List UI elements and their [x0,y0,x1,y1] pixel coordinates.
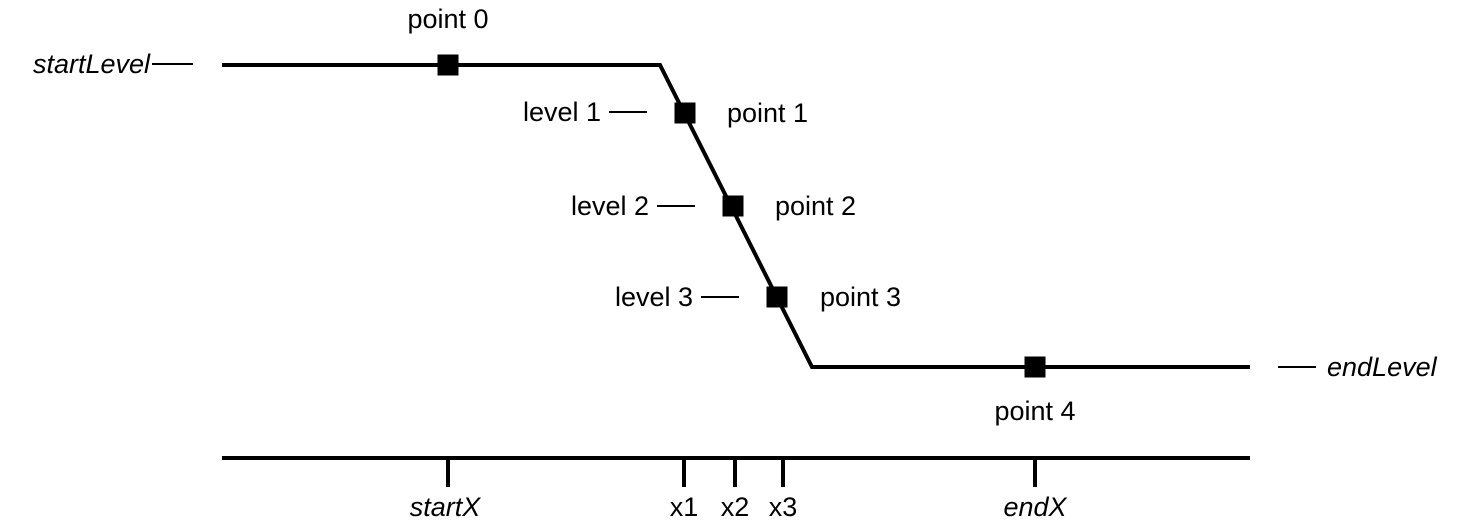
x3-tick-label: x3 [768,492,798,522]
point-1-label: point 1 [727,98,809,128]
point-4-marker [1024,356,1046,378]
point-3-marker [766,286,788,308]
point-0-marker [437,54,459,76]
level-1-label: level 1 [522,97,601,127]
point-4-label: point 4 [994,396,1076,426]
point-0-label: point 0 [407,4,489,34]
level-3-label: level 3 [614,282,693,312]
level-2-label: level 2 [570,191,649,221]
start-x-tick-label: startX [409,492,481,522]
point-3-label: point 3 [820,282,902,312]
end-x-tick-label: endX [1003,492,1067,522]
point-2-label: point 2 [775,191,857,221]
point-2-marker [722,195,744,217]
end-level-label: endLevel [1327,352,1437,382]
x1-tick-label: x1 [669,492,699,522]
x2-tick-label: x2 [720,492,750,522]
start-level-label: startLevel [32,49,150,79]
point-1-marker [674,102,696,124]
